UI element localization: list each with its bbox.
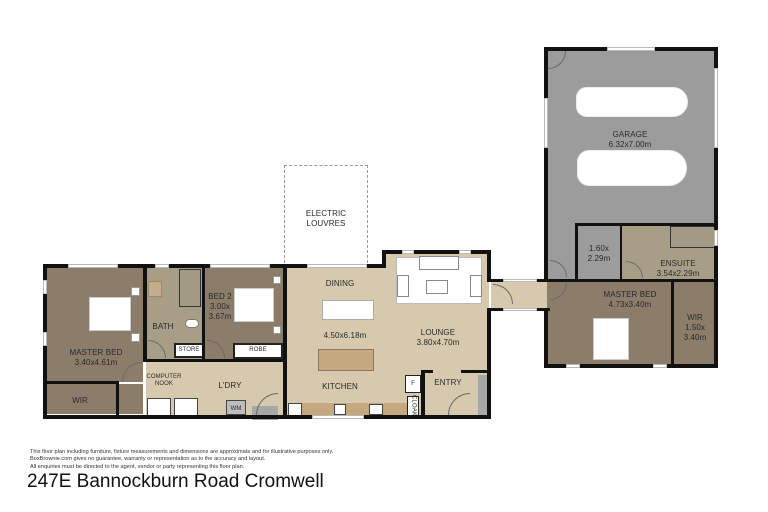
bedside-table	[273, 276, 281, 284]
room-wir-east	[674, 281, 715, 364]
toilet	[185, 319, 199, 328]
bed-2-label: BED 2 3.00x 3.67m	[208, 292, 232, 321]
robe-label: ROBE	[249, 347, 267, 353]
computer-nook-label: COMPUTER NOOK	[146, 374, 182, 387]
electric-louvres-label: ELECTRIC LOUVRES	[305, 209, 347, 228]
disclaimer-line: All enquiries must be directed to the ag…	[30, 463, 245, 470]
laundry-label: L'DRY	[218, 381, 242, 390]
entry-label: ENTRY	[434, 378, 462, 387]
window	[653, 364, 667, 368]
window	[503, 279, 537, 282]
car-top	[576, 87, 688, 117]
washing-machine	[226, 400, 246, 415]
window	[714, 230, 718, 246]
wir-west-label: WIR	[72, 396, 88, 405]
disclaimer-line: This floor plan including furniture, fix…	[30, 449, 334, 455]
laundry-tub	[174, 398, 198, 416]
robe-cupboard	[233, 343, 283, 359]
window	[714, 68, 718, 148]
window	[307, 264, 367, 268]
car-bottom	[577, 150, 687, 186]
window	[503, 308, 537, 311]
dining-size-label: 4.50x6.18m	[323, 331, 367, 340]
garage-label: GARAGE 6.32x7.00m	[608, 130, 652, 149]
window	[607, 47, 655, 51]
window	[43, 332, 47, 346]
master-bed-west-label: MASTER BED 3.40x4.61m	[69, 348, 123, 367]
window	[43, 280, 47, 294]
window	[68, 264, 118, 268]
sink	[334, 404, 346, 415]
computer-desk	[147, 398, 171, 416]
fridge-label: F	[411, 381, 415, 387]
dining-table	[322, 300, 374, 320]
wm-label: WM	[230, 406, 242, 412]
disclaimer-line: BoxBrownie.com gives no guarantee, warra…	[30, 456, 266, 463]
shower	[179, 269, 201, 307]
disclaimer: This floor plan including furniture, fix…	[30, 449, 333, 471]
room-wir-west	[46, 384, 116, 414]
bedside-table	[131, 333, 140, 342]
storage-label: 1.60x 2.29m	[587, 244, 611, 263]
room-dining-kitchen	[286, 267, 386, 416]
armchair	[397, 275, 409, 297]
window	[402, 250, 414, 254]
sofa	[419, 256, 459, 270]
window	[210, 264, 270, 268]
property-address: 247E Bannockburn Road Cromwell	[27, 471, 324, 492]
armchair	[470, 275, 482, 297]
bedside-table	[131, 287, 140, 296]
room-master-hall	[117, 384, 143, 414]
master-bed-east-label: MASTER BED 4.73x3.40m	[603, 290, 657, 309]
bath-label: BATH	[152, 322, 174, 331]
dining-label: DINING	[325, 279, 355, 288]
bed-bed-2	[234, 288, 274, 322]
floor-plan: ELECTRIC LOUVRES MASTER BED 3.40x4.61m W…	[43, 47, 718, 420]
window	[566, 364, 580, 368]
ensuite-shower	[670, 226, 715, 248]
ensuite-label: ENSUITE 3.54x2.29m	[656, 259, 700, 278]
fridge	[405, 375, 421, 393]
bed-master-east	[593, 318, 629, 360]
room-garage	[547, 50, 715, 224]
window	[312, 415, 364, 419]
bed-master-west	[89, 297, 131, 331]
cooktop	[369, 404, 383, 415]
coffee-table	[426, 280, 448, 294]
window	[459, 250, 471, 254]
room-storage	[578, 226, 620, 279]
kitchen-island	[318, 349, 374, 371]
window	[544, 98, 548, 148]
kitchen-label: KITCHEN	[322, 382, 358, 391]
store-label: STORE	[178, 347, 200, 353]
vanity-basin	[148, 281, 162, 297]
lounge-label: LOUNGE 3.80x4.70m	[416, 328, 460, 347]
wir-east-label: WIR 1.50x 3.40m	[683, 313, 707, 342]
window	[155, 264, 169, 268]
bedside-table	[273, 326, 281, 334]
